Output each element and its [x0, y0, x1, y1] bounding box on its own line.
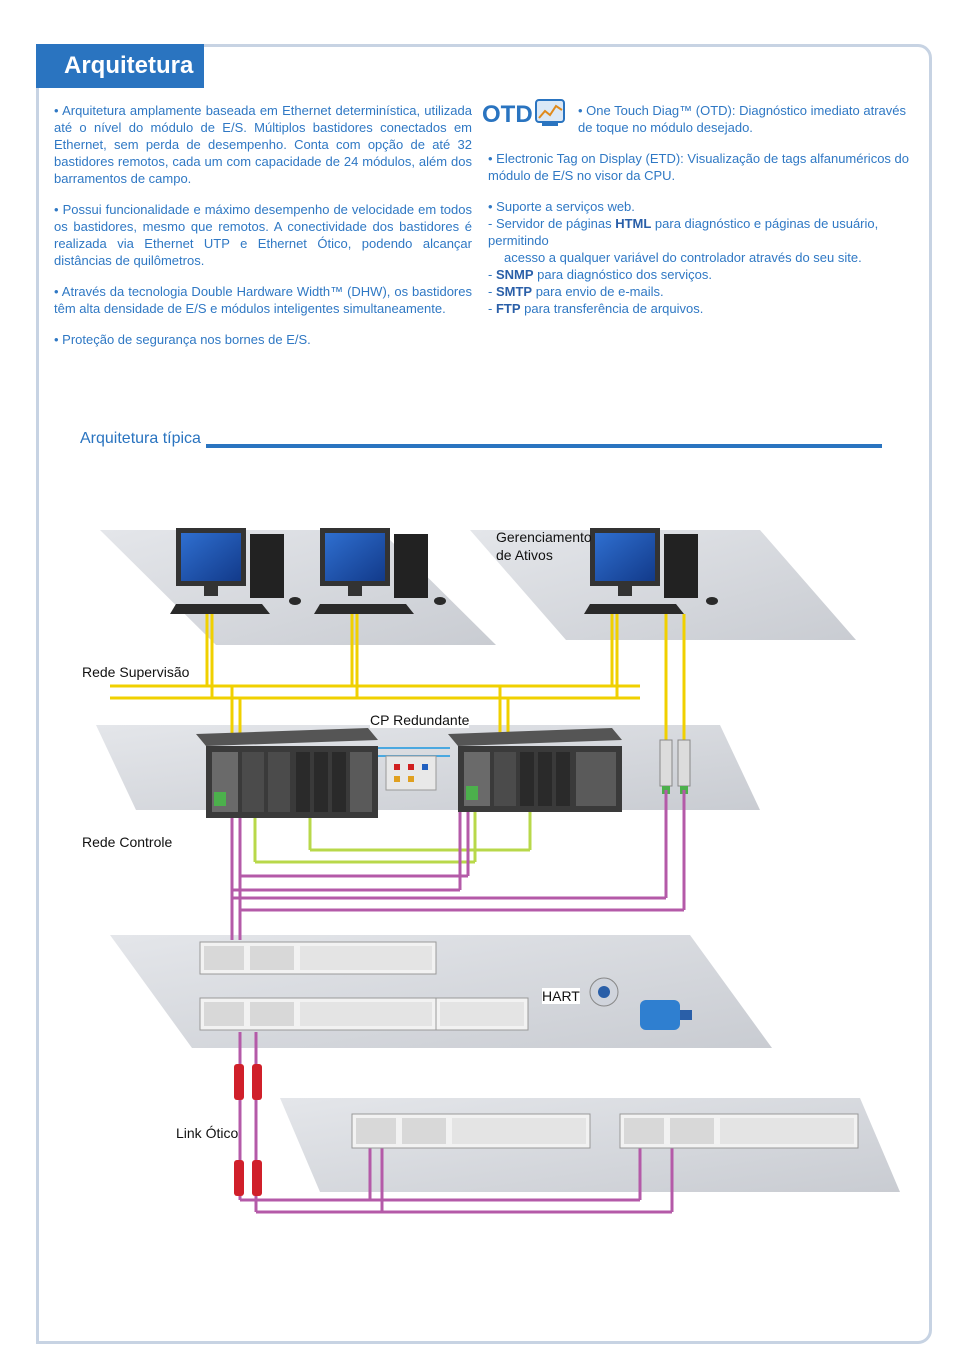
web-item-snmp-pre: -	[488, 267, 496, 282]
web-item-smtp: - SMTP para envio de e-mails.	[488, 283, 910, 300]
left-paragraph-3: • Através da tecnologia Double Hardware …	[54, 284, 472, 316]
fiber-link	[234, 1064, 262, 1196]
label-asset-management: Gerenciamento de Ativos	[496, 529, 592, 563]
header-tab	[36, 44, 204, 88]
web-item-snmp: - SNMP para diagnóstico dos serviços.	[488, 266, 910, 283]
hart-device	[589, 977, 619, 1007]
remote-rack-1	[351, 1113, 591, 1149]
label-hart: HART	[542, 988, 580, 1004]
web-item-html-post: para diagnóstico e páginas de usuário, p…	[488, 216, 879, 248]
web-item-smtp-pre: -	[488, 284, 496, 299]
left-column: • Arquitetura amplamente baseada em Ethe…	[54, 102, 472, 362]
section-title: Arquitetura típica	[80, 430, 201, 447]
left-paragraph-4: • Proteção de segurança nos bornes de E/…	[54, 332, 311, 347]
label-fiber-link: Link Ótico	[176, 1125, 239, 1141]
right-paragraph-3: • Suporte a serviços web.	[488, 199, 635, 214]
web-item-html-key: HTML	[615, 216, 652, 231]
workstation-1	[170, 528, 301, 614]
control-network	[253, 812, 532, 864]
motor	[640, 1000, 692, 1030]
otd-logo-text: OTD	[482, 101, 533, 128]
label-redundant-cpu: CP Redundante	[370, 712, 470, 728]
io-rack-1	[199, 941, 437, 975]
workstation-3	[584, 528, 718, 614]
label-control-network: Rede Controle	[82, 834, 173, 850]
remote-rack-2	[619, 1113, 859, 1149]
web-item-snmp-key: SNMP	[495, 267, 534, 282]
web-item-snmp-post: para diagnóstico dos serviços.	[533, 267, 712, 282]
web-item-smtp-post: para envio de e-mails.	[532, 284, 664, 299]
workstation-2	[314, 528, 446, 614]
switch-2	[677, 739, 691, 794]
fieldbus-network	[230, 790, 686, 1214]
web-item-html-cont: acesso a qualquer variável do controlado…	[504, 250, 862, 265]
page-title: Arquitetura	[64, 52, 194, 79]
rack-cpu-b	[448, 728, 622, 812]
io-rack-3	[435, 997, 529, 1031]
left-paragraph-2: • Possui funcionalidade e máximo desempe…	[54, 202, 472, 268]
web-item-ftp: - FTP para transferência de arquivos.	[488, 300, 910, 317]
right-paragraph-2: • Electronic Tag on Display (ETD): Visua…	[488, 151, 909, 183]
right-paragraph-1: • One Touch Diag™ (OTD): Diagnóstico ime…	[578, 103, 907, 135]
right-column: • One Touch Diag™ (OTD): Diagnóstico ime…	[488, 102, 910, 317]
redundancy-module	[385, 755, 437, 791]
left-paragraph-1: • Arquitetura amplamente baseada em Ethe…	[54, 103, 472, 186]
platform-supervision-right	[470, 530, 856, 640]
section-rule	[206, 444, 882, 448]
web-item-ftp-pre: -	[488, 301, 496, 316]
switch-1	[659, 739, 673, 794]
io-rack-2	[199, 997, 437, 1031]
page-frame	[36, 44, 932, 1344]
web-item-smtp-key: SMTP	[495, 284, 533, 299]
web-item-html: - Servidor de páginas HTML para diagnóst…	[488, 215, 910, 249]
rack-cpu-a	[196, 728, 378, 818]
otd-logo: OTD	[482, 99, 565, 128]
web-item-html-pre: - Servidor de páginas	[488, 216, 616, 231]
web-item-ftp-key: FTP	[495, 301, 521, 316]
platform-supervision-left	[100, 530, 496, 645]
label-supervision-network: Rede Supervisão	[82, 664, 190, 680]
web-item-ftp-post: para transferência de arquivos.	[520, 301, 704, 316]
